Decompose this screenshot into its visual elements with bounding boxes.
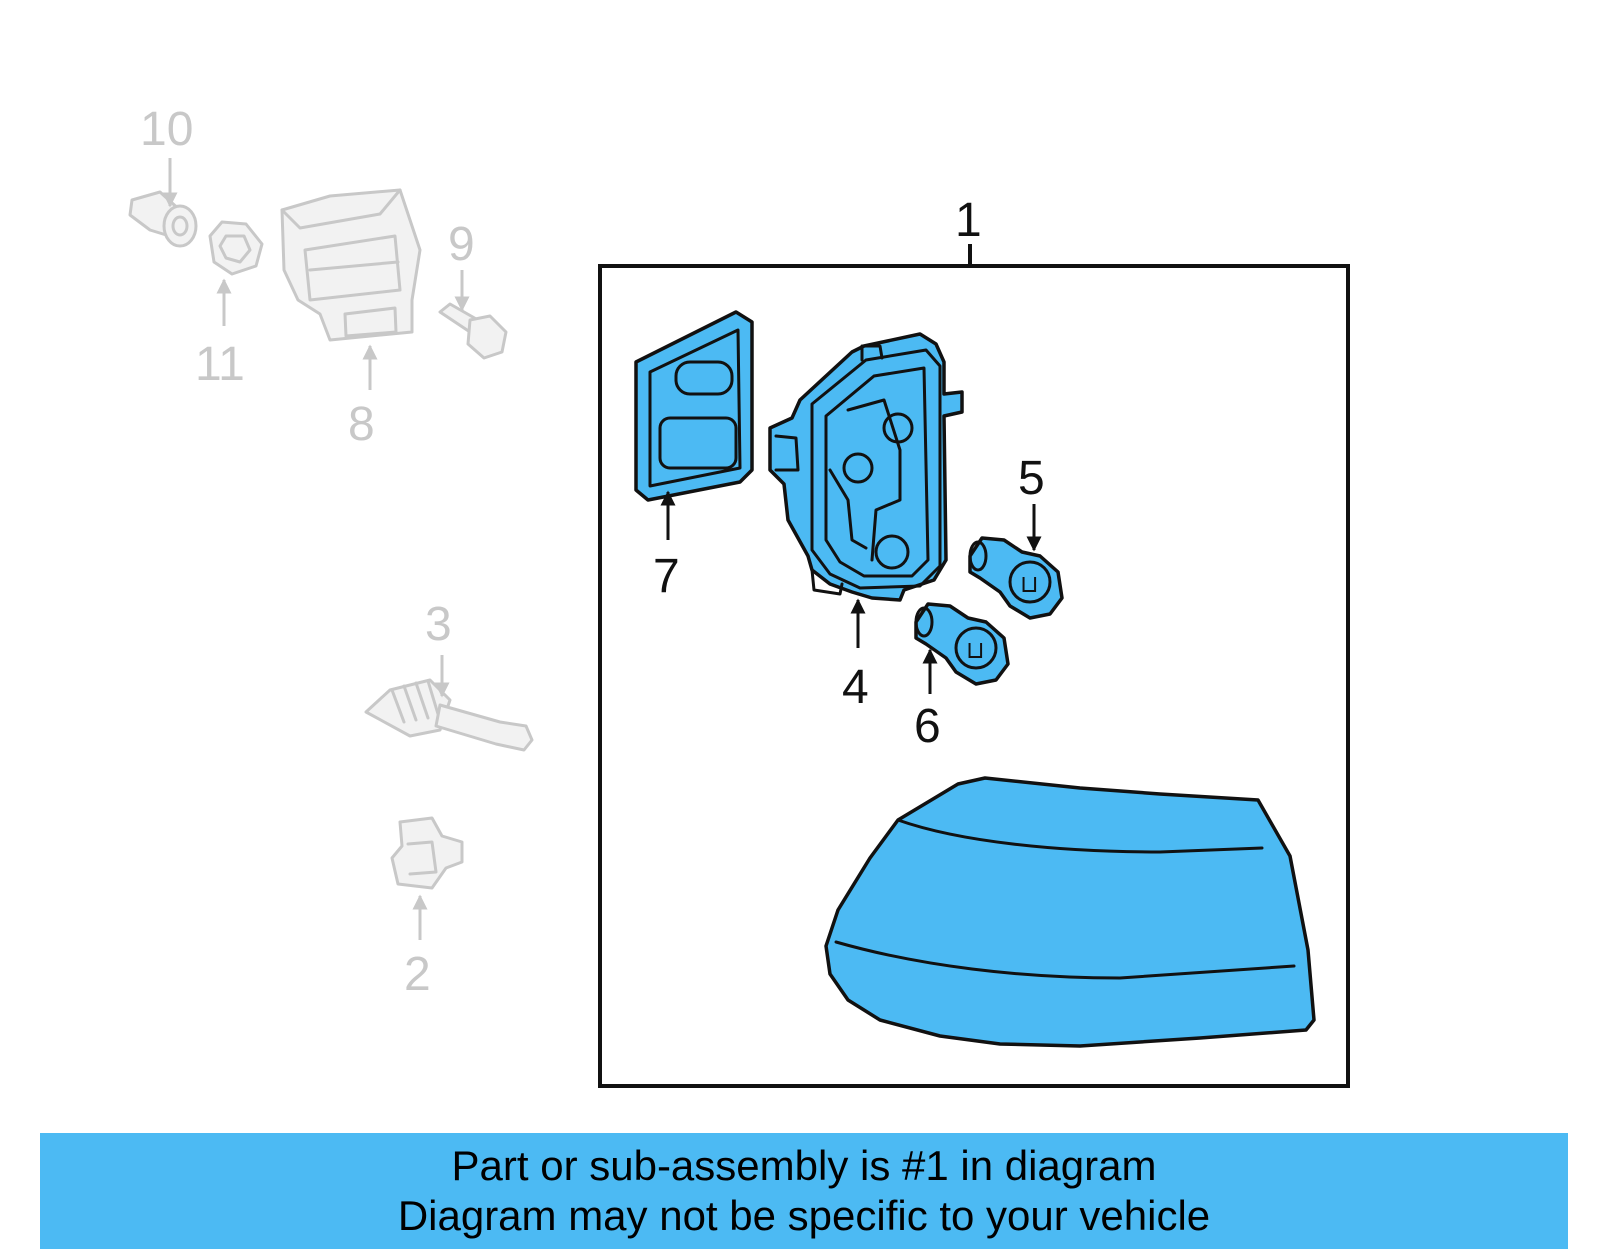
part-6-bulb: ⊔ bbox=[914, 602, 1010, 686]
callout-8: 8 bbox=[348, 398, 375, 451]
callout-10: 10 bbox=[140, 103, 193, 156]
part-8-bracket bbox=[280, 188, 422, 342]
bulb-5-mark-icon: ⊔ bbox=[1020, 570, 1039, 598]
callout-2: 2 bbox=[404, 948, 431, 1001]
callout-9: 9 bbox=[448, 218, 475, 271]
bulb-6-mark-icon: ⊔ bbox=[966, 636, 985, 664]
banner-line-2: Diagram may not be specific to your vehi… bbox=[397, 1192, 1211, 1239]
callout-7: 7 bbox=[653, 550, 680, 603]
part-2-clip bbox=[390, 816, 464, 890]
callout-4: 4 bbox=[842, 661, 869, 714]
callout-3: 3 bbox=[425, 598, 452, 651]
part-7-cover bbox=[634, 310, 754, 502]
part-5-bulb: ⊔ bbox=[968, 536, 1064, 620]
part-11-nut bbox=[208, 220, 264, 276]
callout-6: 6 bbox=[914, 700, 941, 753]
tail-lamp-lens bbox=[824, 776, 1316, 1048]
callout-5: 5 bbox=[1018, 452, 1045, 505]
part-10-push-pin bbox=[128, 190, 198, 248]
part-4-bulb-holder bbox=[768, 332, 964, 602]
callout-11: 11 bbox=[195, 338, 245, 391]
part-3-socket-wire bbox=[364, 678, 534, 752]
callout-1: 1 bbox=[955, 194, 982, 247]
info-banner: Part or sub-assembly is #1 in diagram Di… bbox=[40, 1133, 1568, 1249]
part-9-bolt bbox=[438, 302, 508, 360]
banner-line-1: Part or sub-assembly is #1 in diagram bbox=[451, 1142, 1157, 1189]
